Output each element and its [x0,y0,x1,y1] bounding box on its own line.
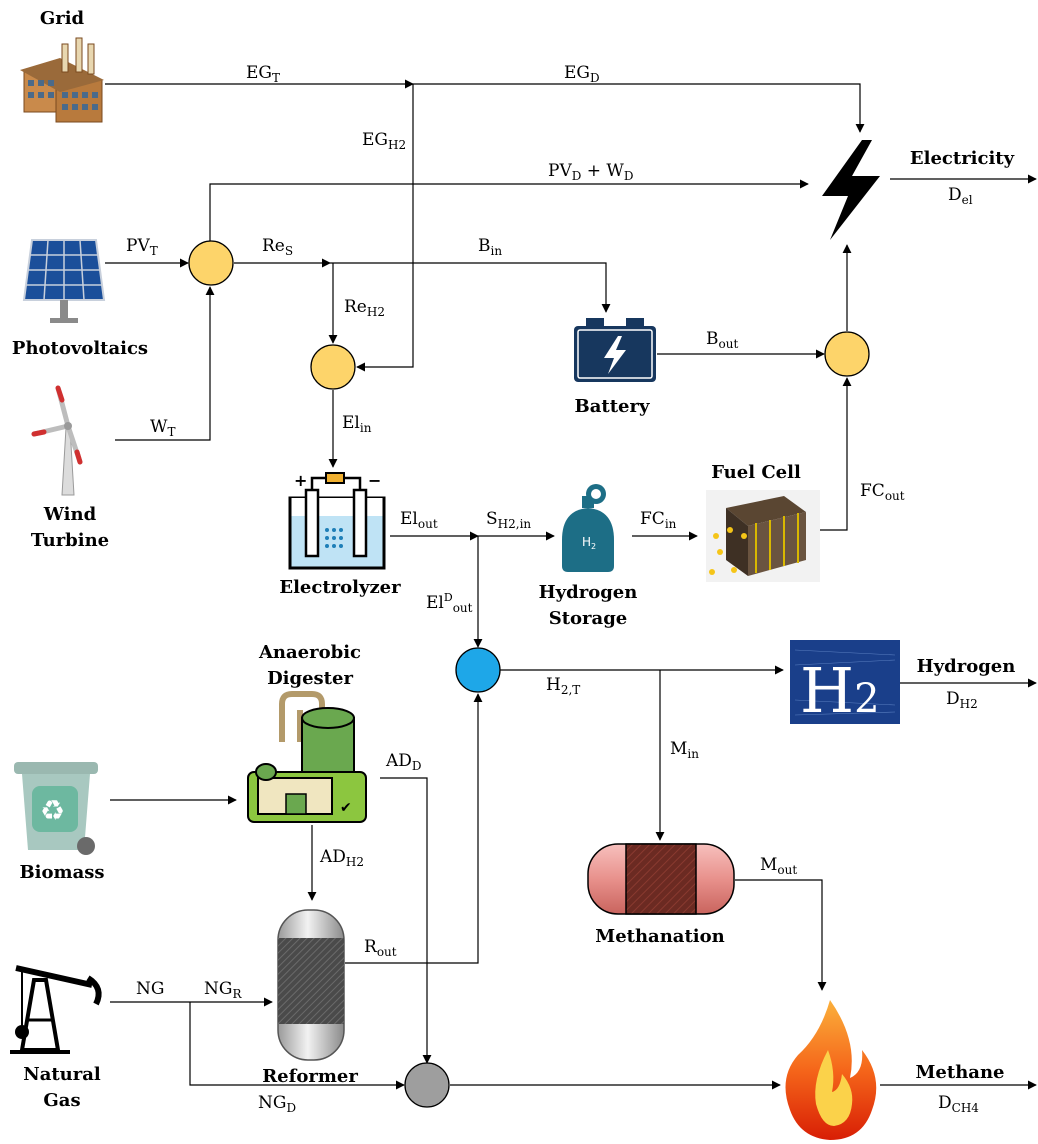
hydrogen-storage-label-line1: Hydrogen [539,582,638,603]
grid-label: Grid [40,8,85,29]
flow-label-d-h2: DH2 [946,689,978,711]
flow-label-el-out: Elout [400,509,438,531]
flow-lines [105,79,1037,1090]
svg-text:−: − [368,471,381,490]
lightning-icon [822,140,880,240]
junction-electrolyzer-input [310,344,356,390]
flow-label-b-in: Bin [478,236,502,258]
flow-label-m-out: Mout [760,855,797,877]
fuel-cell-icon [706,490,820,582]
junction-pv-wind [188,240,234,286]
fuel-cell-label: Fuel Cell [711,462,801,483]
electrolyzer-icon: + − [288,471,386,570]
svg-text:+: + [294,471,307,490]
battery-label: Battery [575,396,650,417]
junction-electricity-supply [824,331,870,377]
flow-label-ng-d: NGD [258,1093,296,1115]
electrolyzer-label: Electrolyzer [279,577,401,598]
svg-text:H2: H2 [582,535,596,551]
biomass-label: Biomass [19,862,104,883]
methanation-label: Methanation [595,926,724,947]
flow-label-d-ch4: DCH4 [938,1093,979,1115]
hydrogen-sign-icon: H2 [790,640,900,727]
solar-panel-icon [22,239,106,323]
flow-label-r-out: Rout [364,937,397,959]
flow-label-fc-out: FCout [860,481,905,503]
flow-label-ng-r: NGR [204,979,242,1001]
flow-label-pv-w-d: PVD + WD [548,161,634,183]
flow-label-re-s: ReS [262,236,293,258]
digester-icon: ✔ [247,691,367,823]
flow-label-ad-h2: ADH2 [319,847,364,869]
junction-methane [404,1062,450,1108]
svg-text:H2: H2 [800,654,880,727]
hydrogen-label: Hydrogen [917,656,1016,677]
flow-label-s-h2-in: SH2,in [486,509,531,531]
natural-gas-label-line1: Natural [23,1064,101,1085]
svg-text:✔: ✔ [340,800,352,816]
hydrogen-storage-label-line2: Storage [549,608,628,629]
flow-label-d-el: Del [948,185,973,207]
wind-label-line1: Wind [43,504,97,525]
flow-label-h2-t: H2,T [546,675,580,697]
flow-label-w-t: WT [150,417,176,439]
flow-label-el-in: Elin [342,413,372,435]
pump-jack-icon [10,965,102,1054]
methanation-icon [587,843,735,915]
wind-turbine-icon [31,385,83,496]
flow-label-pv-t: PVT [126,236,158,258]
wind-label-line2: Turbine [31,530,109,551]
hydrogen-tank-icon: H2 [562,484,614,572]
flow-label-re-h2: ReH2 [344,297,385,319]
flow-label-eg-d: EGD [564,63,600,85]
methane-label: Methane [916,1062,1005,1083]
recycle-bin-icon: ♻ [14,762,98,855]
reformer-icon [277,909,345,1061]
flow-label-m-in: Min [670,739,699,761]
flame-icon [785,1000,877,1140]
natural-gas-label-line2: Gas [43,1090,80,1111]
digester-label-line1: Anaerobic [258,642,361,663]
digester-label-line2: Digester [267,668,353,689]
flow-label-b-out: Bout [706,329,738,351]
flow-label-ad-d: ADD [385,751,422,773]
flow-label-eg-h2: EGH2 [362,130,406,152]
flow-label-eg-t: EGT [246,63,280,85]
junction-hydrogen [455,647,501,693]
photovoltaics-label: Photovoltaics [12,338,148,359]
svg-text:♻: ♻ [40,794,65,827]
electricity-label: Electricity [910,148,1015,169]
flow-label-el-d-out: ElDout [426,591,473,615]
flow-label-ng: NG [136,979,164,999]
factory-icon [20,37,104,123]
reformer-label: Reformer [262,1066,358,1087]
battery-icon [574,318,656,382]
flow-label-fc-in: FCin [640,509,677,531]
